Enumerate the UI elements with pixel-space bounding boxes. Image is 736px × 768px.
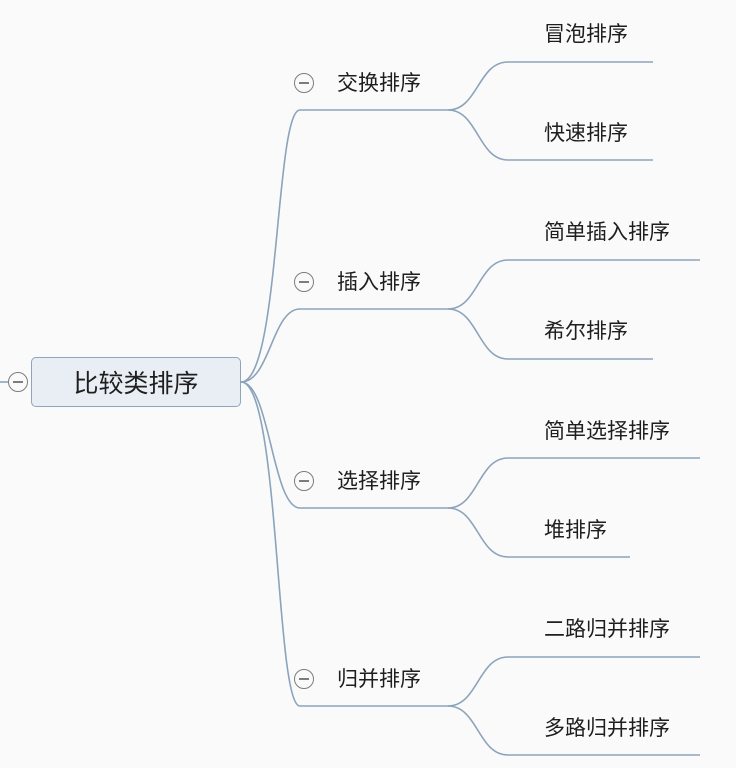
connector-root-branch-1 — [240, 109, 448, 383]
branch-2-label[interactable]: 插入排序 — [337, 270, 421, 294]
branch-1-collapse-icon[interactable] — [294, 73, 314, 93]
branch-3-label[interactable]: 选择排序 — [337, 469, 421, 493]
leaf-label[interactable]: 二路归并排序 — [544, 617, 670, 641]
root-label: 比较类排序 — [73, 369, 199, 398]
branch-2-collapse-icon[interactable] — [294, 272, 314, 292]
root-collapse-icon[interactable] — [8, 372, 28, 392]
connector-branch-3-child-2 — [447, 507, 630, 558]
branch-4-label[interactable]: 归并排序 — [337, 667, 421, 691]
connector-root-branch-2 — [240, 308, 448, 383]
leaf-label[interactable]: 多路归并排序 — [544, 716, 670, 740]
connector-root-branch-4 — [240, 381, 448, 707]
branch-1-label[interactable]: 交换排序 — [337, 71, 421, 95]
leaf-label[interactable]: 希尔排序 — [544, 319, 628, 343]
connector-branch-2-child-2 — [447, 308, 653, 360]
connector-branch-1-child-1 — [447, 61, 653, 111]
connector-branch-4-child-2 — [447, 705, 700, 756]
leaf-label[interactable]: 冒泡排序 — [544, 22, 628, 46]
connector-branch-2-child-1 — [447, 259, 700, 310]
connector-branch-4-child-1 — [447, 656, 700, 707]
connector-branch-1-child-2 — [447, 109, 653, 161]
leaf-label[interactable]: 堆排序 — [544, 518, 607, 542]
branch-4-collapse-icon[interactable] — [294, 669, 314, 689]
connector-branch-3-child-1 — [447, 457, 700, 509]
leaf-label[interactable]: 快速排序 — [544, 121, 628, 145]
branch-3-collapse-icon[interactable] — [294, 471, 314, 491]
connector-root-branch-3 — [240, 381, 448, 509]
root-node[interactable]: 比较类排序 — [31, 357, 241, 407]
leaf-label[interactable]: 简单插入排序 — [544, 220, 670, 244]
leaf-label[interactable]: 简单选择排序 — [544, 419, 670, 443]
